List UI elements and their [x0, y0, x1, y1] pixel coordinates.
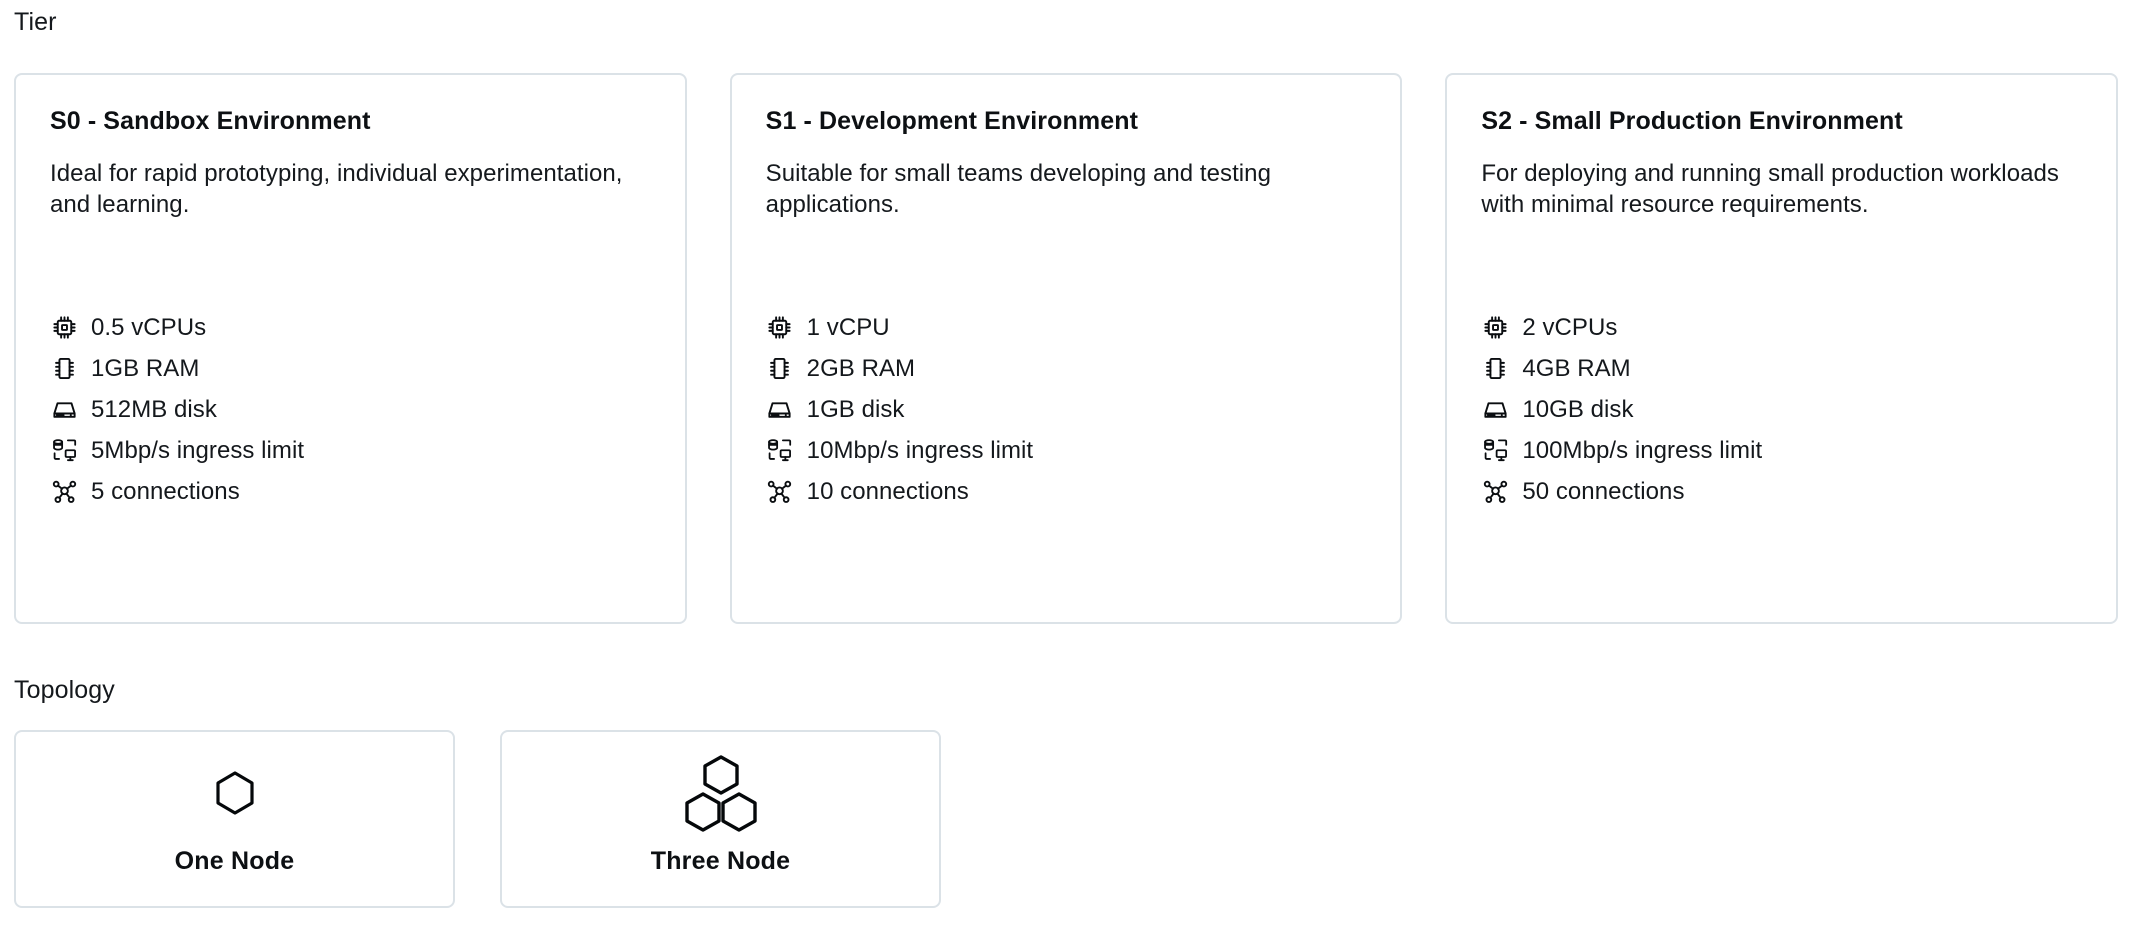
tier-spec-list: 2 vCPUs 4GB RAM 10GB disk 100Mbp/s ingress …: [1481, 307, 2082, 512]
tier-card-description-box: Ideal for rapid prototyping, individual …: [50, 158, 651, 283]
tier-card-title: S1 - Development Environment: [765, 107, 1138, 135]
tier-spec-row: 2 vCPUs: [1481, 307, 2082, 348]
topology-card-label: One Node: [174, 846, 295, 875]
tier-section-label: Tier: [14, 8, 57, 36]
tier-spec-row: 10GB disk: [1481, 389, 2082, 430]
triple-hexagon-icon: [680, 754, 762, 832]
memory-icon: [766, 355, 794, 383]
tier-spec-label: 2GB RAM: [806, 354, 916, 382]
tier-spec-label: 5 connections: [91, 477, 240, 505]
tier-spec-row: 50 connections: [1481, 471, 2082, 512]
topology-card[interactable]: One Node: [14, 730, 455, 908]
tier-spec-row: 5Mbp/s ingress limit: [50, 430, 651, 471]
tier-spec-label: 1GB disk: [806, 395, 905, 423]
tier-card-description: Ideal for rapid prototyping, individual …: [50, 160, 623, 219]
tier-spec-row: 4GB RAM: [1481, 348, 2082, 389]
ingress-icon: [50, 437, 78, 465]
tier-spec-label: 50 connections: [1522, 477, 1685, 505]
tier-card-description-box: Suitable for small teams developing and …: [766, 158, 1367, 283]
tier-spec-label: 10Mbp/s ingress limit: [806, 436, 1034, 464]
tier-card-description: For deploying and running small producti…: [1481, 160, 2059, 219]
tier-spec-row: 2GB RAM: [766, 348, 1367, 389]
single-hexagon-icon: [212, 765, 258, 823]
tier-spec-list: 0.5 vCPUs 1GB RAM 512MB disk 5Mbp/s ingress…: [50, 307, 651, 512]
tier-spec-label: 10GB disk: [1522, 395, 1634, 423]
tier-spec-row: 1 vCPU: [766, 307, 1367, 348]
disk-icon: [1481, 396, 1509, 424]
connections-icon: [766, 478, 794, 506]
memory-icon: [50, 355, 78, 383]
tier-card-description-box: For deploying and running small producti…: [1481, 158, 2082, 283]
connections-icon: [50, 478, 78, 506]
disk-icon: [50, 396, 78, 424]
tier-spec-label: 1GB RAM: [91, 354, 200, 382]
tier-spec-row: 100Mbp/s ingress limit: [1481, 430, 2082, 471]
ingress-icon: [766, 437, 794, 465]
topology-section-label: Topology: [14, 676, 115, 704]
tier-spec-row: 1GB RAM: [50, 348, 651, 389]
tier-card-title: S0 - Sandbox Environment: [50, 107, 371, 135]
tier-card-description: Suitable for small teams developing and …: [765, 160, 1271, 219]
topology-card-label: Three Node: [650, 846, 791, 875]
tier-spec-label: 0.5 vCPUs: [91, 313, 207, 341]
tier-spec-row: 10Mbp/s ingress limit: [766, 430, 1367, 471]
memory-icon: [1481, 355, 1509, 383]
tier-spec-row: 5 connections: [50, 471, 651, 512]
cpu-icon: [1481, 314, 1509, 342]
tier-spec-row: 0.5 vCPUs: [50, 307, 651, 348]
disk-icon: [766, 396, 794, 424]
tier-spec-label: 512MB disk: [91, 395, 217, 423]
cpu-icon: [50, 314, 78, 342]
tier-card-title: S2 - Small Production Environment: [1481, 107, 1903, 135]
tier-spec-label: 5Mbp/s ingress limit: [91, 436, 305, 464]
cpu-icon: [766, 314, 794, 342]
tier-spec-row: 10 connections: [766, 471, 1367, 512]
tier-spec-list: 1 vCPU 2GB RAM 1GB disk 10Mbp/s ingress lim…: [766, 307, 1367, 512]
tier-spec-label: 4GB RAM: [1522, 354, 1631, 382]
connections-icon: [1481, 478, 1509, 506]
tier-spec-label: 100Mbp/s ingress limit: [1522, 436, 1763, 464]
topology-card-list: One Node Three Node: [14, 730, 941, 908]
tier-spec-row: 1GB disk: [766, 389, 1367, 430]
ingress-icon: [1481, 437, 1509, 465]
tier-spec-label: 2 vCPUs: [1522, 313, 1618, 341]
tier-spec-row: 512MB disk: [50, 389, 651, 430]
topology-card[interactable]: Three Node: [500, 730, 941, 908]
tier-spec-label: 10 connections: [806, 477, 969, 505]
tier-spec-label: 1 vCPU: [806, 313, 890, 341]
